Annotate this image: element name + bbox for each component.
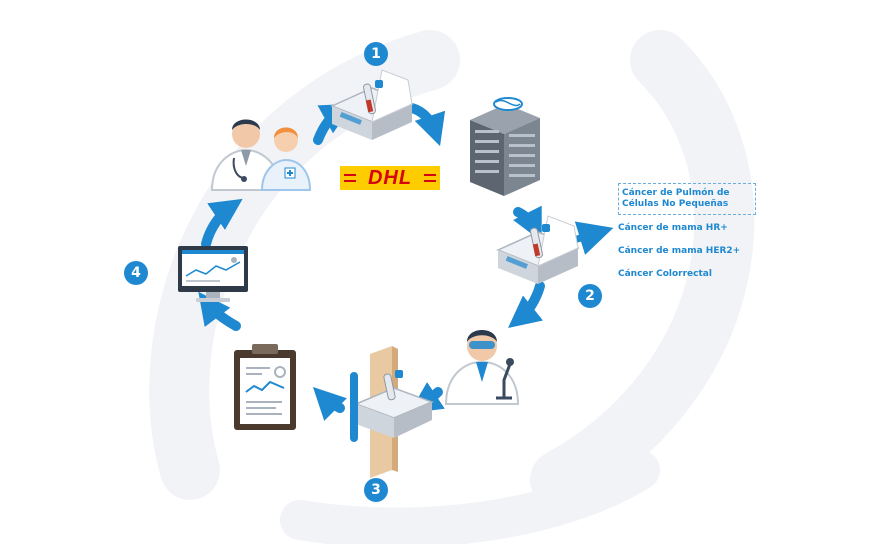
arrow-lab-to-box [513, 205, 542, 242]
step-number-1: 1 [364, 42, 388, 66]
step-number-2: 2 [578, 284, 602, 308]
cancer-type-item: Cáncer Colorrectal [618, 269, 712, 279]
sample-box-icon [350, 346, 435, 478]
step-number-4: 4 [124, 261, 148, 285]
doctor-nurse-icon [210, 119, 312, 191]
arrow-box-to-clipboard [312, 386, 347, 421]
cancer-type-list: Cáncer de Pulmón de Células No Pequeñas … [618, 183, 756, 292]
clipboard-report-icon [234, 344, 296, 430]
background-swirl [149, 30, 755, 544]
cycle-arrows [198, 103, 614, 421]
computer-monitor-icon [178, 246, 248, 302]
arrow-report-to-monitor [198, 291, 241, 331]
arrow-box-to-results [570, 221, 614, 255]
cancer-type-item: Cáncer de Pulmón de Células No Pequeñas [618, 183, 756, 215]
sample-box-icon [496, 215, 580, 284]
dhl-logo [340, 166, 440, 190]
sample-box-icon [330, 69, 414, 140]
scientist-microscope-icon [444, 330, 520, 405]
dhl-logo-text: DHL [367, 167, 413, 189]
cancer-type-item: Cáncer de mama HER2+ [618, 246, 741, 256]
arrow-monitor-to-doctor [201, 198, 243, 249]
laboratory-building-icon [470, 97, 540, 196]
arrow-box-to-scientist [508, 281, 545, 328]
step-number-3: 3 [364, 478, 388, 502]
arrow-box-to-lab [407, 103, 446, 147]
cancer-type-item: Cáncer de mama HR+ [618, 223, 728, 233]
